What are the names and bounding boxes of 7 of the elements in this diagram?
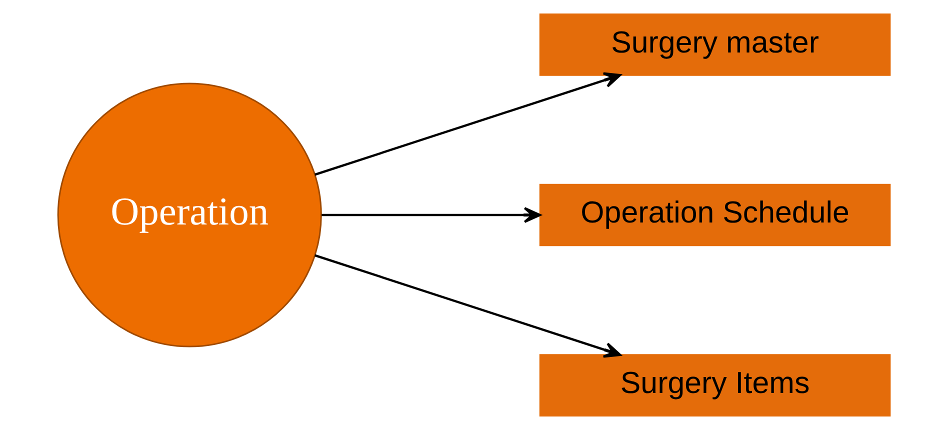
arrow: [314, 254, 622, 358]
arrow: [322, 207, 542, 223]
node-box: Surgery Items: [539, 354, 891, 416]
node-box: Surgery master: [539, 14, 891, 76]
node-box: Operation Schedule: [539, 184, 891, 246]
arrow: [314, 72, 622, 176]
node-circle: Operation: [57, 82, 322, 348]
